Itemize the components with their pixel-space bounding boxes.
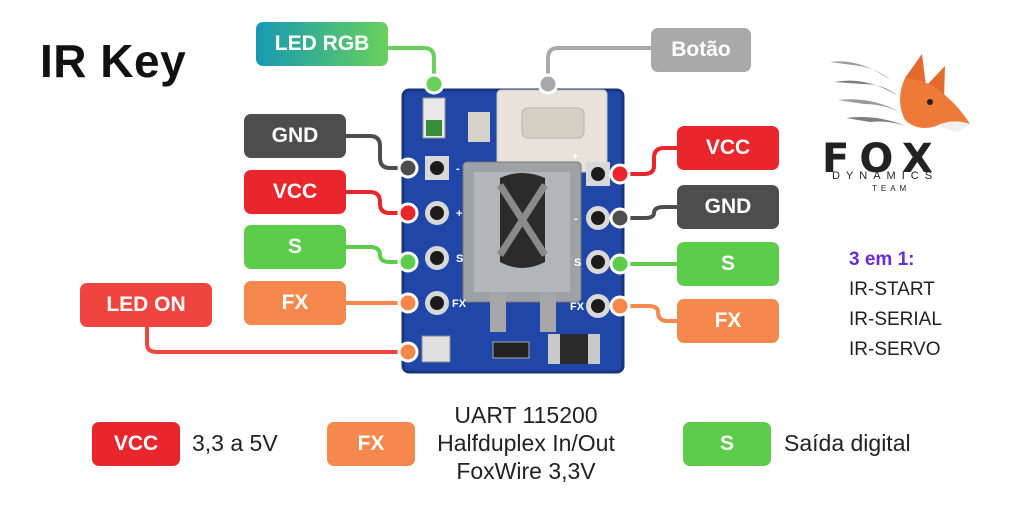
tag-right-gnd: GND (677, 185, 779, 229)
legend-fx-tag: FX (327, 422, 415, 466)
tag-right-fx: FX (677, 299, 779, 343)
legend-fx-line: FoxWire 3,3V (456, 458, 596, 484)
tag-botao: Botão (651, 28, 751, 72)
led-on (421, 335, 451, 363)
side-note-item: IR-START (849, 279, 935, 300)
ir-key-board: - + S FX + - S FX (401, 88, 625, 374)
tag-right-s: S (677, 242, 779, 286)
legend-fx-line: Halfduplex In/Out (437, 430, 615, 456)
legend-fx-line: UART 115200 (454, 402, 598, 428)
silk-right-3: FX (570, 301, 585, 313)
silk-right-2: S (574, 257, 581, 269)
legend-vcc-text: 3,3 a 5V (192, 430, 278, 456)
logo-sub: DYNAMICS (832, 170, 939, 182)
side-note-item: IR-SERIAL (849, 309, 942, 330)
tag-left-vcc: VCC (244, 170, 346, 214)
legend-vcc-tag: VCC (92, 422, 180, 466)
silk-left-1: + (456, 208, 462, 220)
tag-right-vcc: VCC (677, 126, 779, 170)
silk-left-2: S (456, 253, 463, 265)
logo-sub2: TEAM (872, 184, 911, 193)
connector-dots (397, 73, 631, 363)
tag-left-s: S (244, 225, 346, 269)
silk-right-0: + (572, 151, 578, 163)
tag-left-fx: FX (244, 281, 346, 325)
silk-right-1: - (574, 213, 578, 225)
silk-left-3: FX (452, 298, 467, 310)
logo-name: FOX (822, 136, 943, 182)
side-note-item: IR-SERVO (849, 339, 941, 360)
right-pads (586, 162, 610, 318)
tag-led-rgb: LED RGB (256, 22, 388, 66)
connector-lines (145, 46, 677, 354)
tag-led-on: LED ON (80, 283, 212, 327)
page-title: IR Key (40, 35, 187, 87)
legend-s-text: Saída digital (784, 430, 911, 456)
side-note-heading: 3 em 1: (849, 249, 915, 270)
legend-s-tag: S (683, 422, 771, 466)
silk-left-0: - (456, 163, 460, 175)
tag-left-gnd: GND (244, 114, 346, 158)
fox-logo-icon (830, 54, 970, 132)
left-pads (425, 156, 449, 315)
